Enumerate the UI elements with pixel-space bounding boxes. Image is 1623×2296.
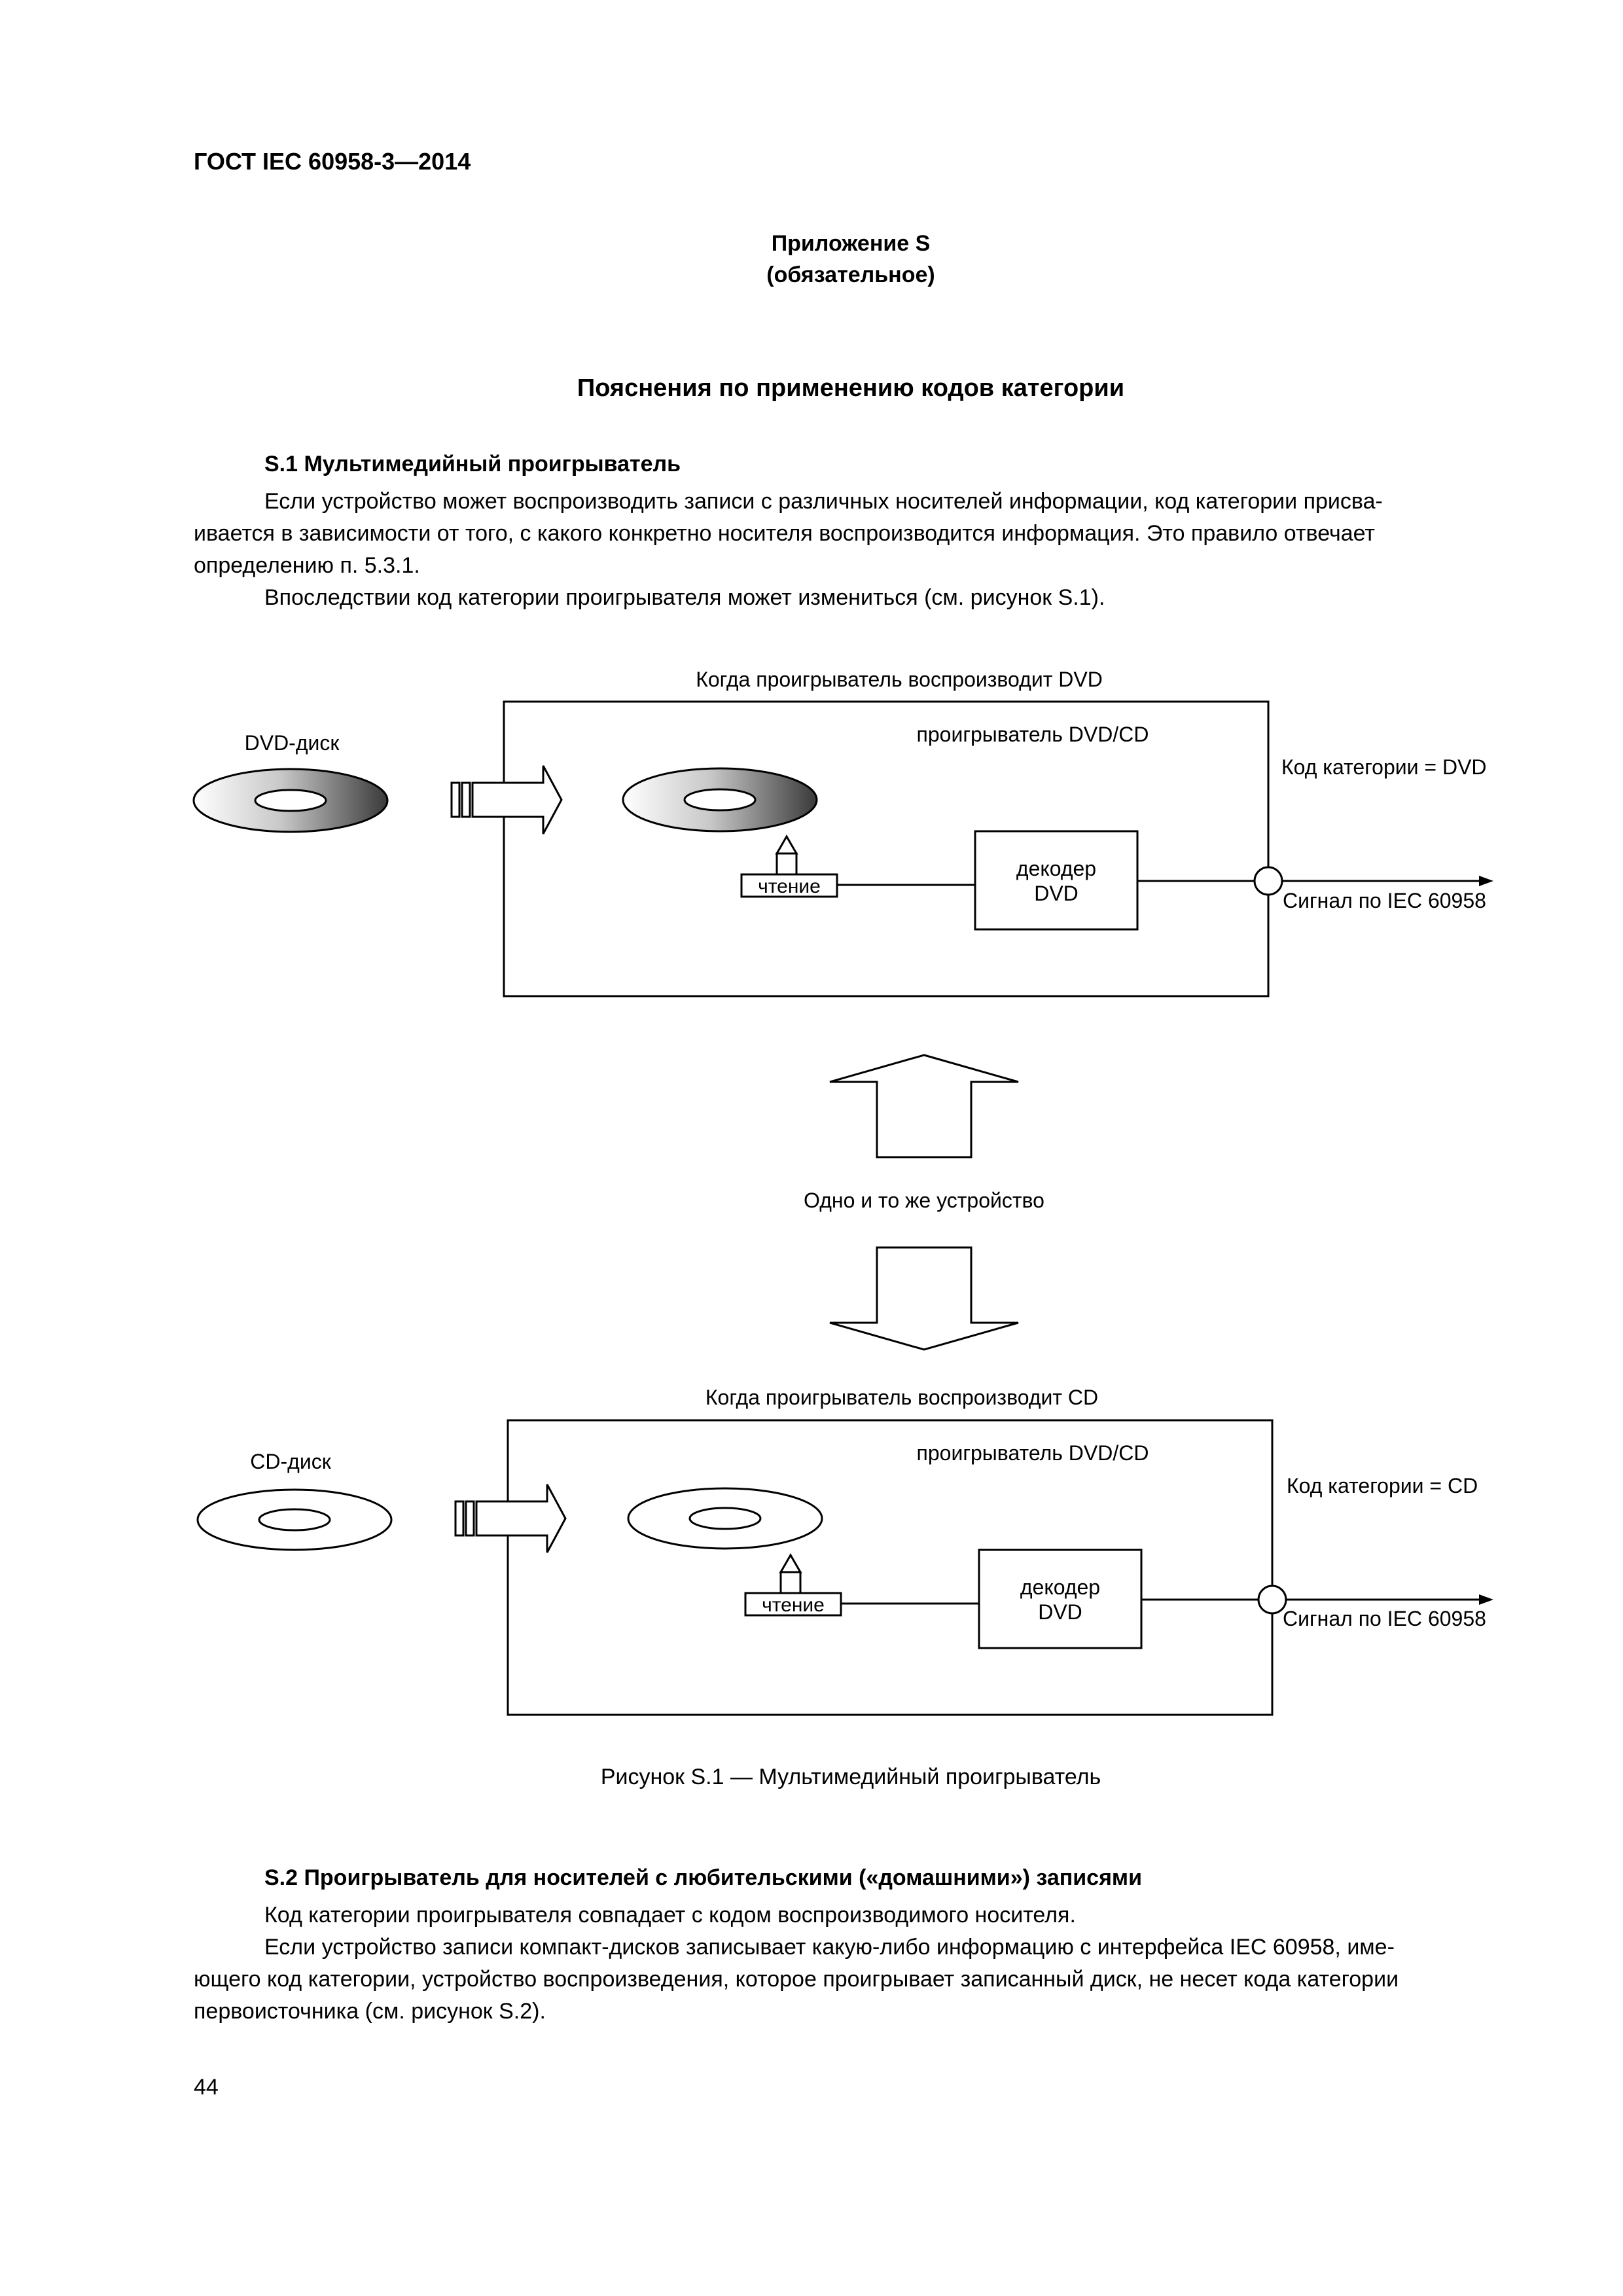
cd-signal-label: Сигнал по IEC 60958	[1283, 1607, 1486, 1630]
cd-disc-icon	[196, 1488, 393, 1551]
annex-status: (обязательное)	[766, 262, 935, 287]
s2-paragraph-2: Если устройство записи компакт-дисков за…	[194, 1931, 1512, 2028]
s1-p1-line-3: определению п. 5.3.1.	[194, 553, 420, 578]
same-device-label: Одно и то же устройство	[804, 1189, 1044, 1212]
cd-signal-arrowhead-icon	[1479, 1594, 1493, 1605]
dvd-category-label: Код категории = DVD	[1281, 755, 1487, 779]
dvd-disc-label: DVD-диск	[245, 731, 340, 755]
diagram-cd: Когда проигрыватель воспроизводит CD про…	[196, 1386, 1493, 1716]
cd-decoder-label-1: декодер	[1020, 1575, 1100, 1599]
cd-insert-arrow-icon	[454, 1484, 567, 1553]
annex-heading: Приложение S (обязательное)	[0, 228, 1623, 291]
dvd-read-head	[740, 834, 838, 898]
s2-p2-line-1: Если устройство записи компакт-дисков за…	[264, 1935, 1395, 1960]
s2-p2-line-3: первоисточника (см. рисунок S.2).	[194, 1999, 546, 2024]
cd-decoder-label-2: DVD	[1038, 1600, 1082, 1624]
cd-loaded-disc-icon	[627, 1487, 823, 1550]
diagram-dvd: Когда проигрыватель воспроизводит DVD пр…	[192, 668, 1493, 997]
page-number: 44	[194, 2075, 219, 2100]
cd-category-label: Код категории = CD	[1287, 1474, 1478, 1498]
s1-heading: S.1 Мультимедийный проигрыватель	[264, 452, 681, 476]
cd-player-frame	[507, 1419, 1274, 1716]
cd-diagram-title: Когда проигрыватель воспроизводит CD	[705, 1386, 1098, 1409]
down-arrow-icon	[829, 1246, 1019, 1351]
s2-p2-line-2: ющего код категории, устройство воспроиз…	[194, 1967, 1399, 1992]
dvd-insert-arrow-icon	[450, 765, 563, 834]
cd-decoder-box	[978, 1549, 1143, 1649]
dvd-loaded-disc-icon	[622, 767, 818, 833]
s1-p1-line-2: ивается в зависимости от того, с какого …	[194, 521, 1375, 546]
s1-paragraph-1: Если устройство может воспроизводить зап…	[194, 486, 1512, 582]
dvd-decoder-label-2: DVD	[1034, 882, 1079, 905]
cd-player-label: проигрыватель DVD/CD	[917, 1441, 1149, 1465]
s1-p1-line-1: Если устройство может воспроизводить зап…	[264, 489, 1383, 514]
same-device-arrows: Одно и то же устройство	[804, 1054, 1044, 1351]
document-code: ГОСТ IEC 60958-3—2014	[194, 148, 471, 175]
annex-title: Приложение S	[771, 231, 931, 256]
dvd-player-frame	[503, 700, 1270, 997]
section-title: Пояснения по применению кодов категории	[577, 374, 1125, 402]
cd-disc-label: CD-диск	[250, 1450, 331, 1473]
dvd-disc-icon	[192, 768, 389, 833]
dvd-output-port	[1253, 866, 1283, 896]
dvd-decoder-box	[974, 830, 1139, 931]
figure-caption: Рисунок S.1 — Мультимедийный проигрывате…	[600, 1765, 1101, 1789]
cd-output-port	[1257, 1585, 1287, 1615]
s2-heading: S.2 Проигрыватель для носителей с любите…	[264, 1865, 1142, 1890]
cd-read-head	[744, 1552, 842, 1617]
dvd-read-label: чтение	[758, 876, 821, 897]
dvd-signal-arrowhead-icon	[1479, 876, 1493, 886]
up-arrow-icon	[829, 1054, 1019, 1158]
s2-paragraph-1: Код категории проигрывателя совпадает с …	[264, 1903, 1076, 1928]
dvd-signal-label: Сигнал по IEC 60958	[1283, 889, 1486, 912]
cd-read-label: чтение	[762, 1594, 825, 1616]
dvd-decoder-label-1: декодер	[1016, 857, 1096, 880]
s1-paragraph-2: Впоследствии код категории проигрывателя…	[264, 585, 1105, 610]
dvd-diagram-title: Когда проигрыватель воспроизводит DVD	[696, 668, 1103, 691]
dvd-player-label: проигрыватель DVD/CD	[917, 723, 1149, 746]
